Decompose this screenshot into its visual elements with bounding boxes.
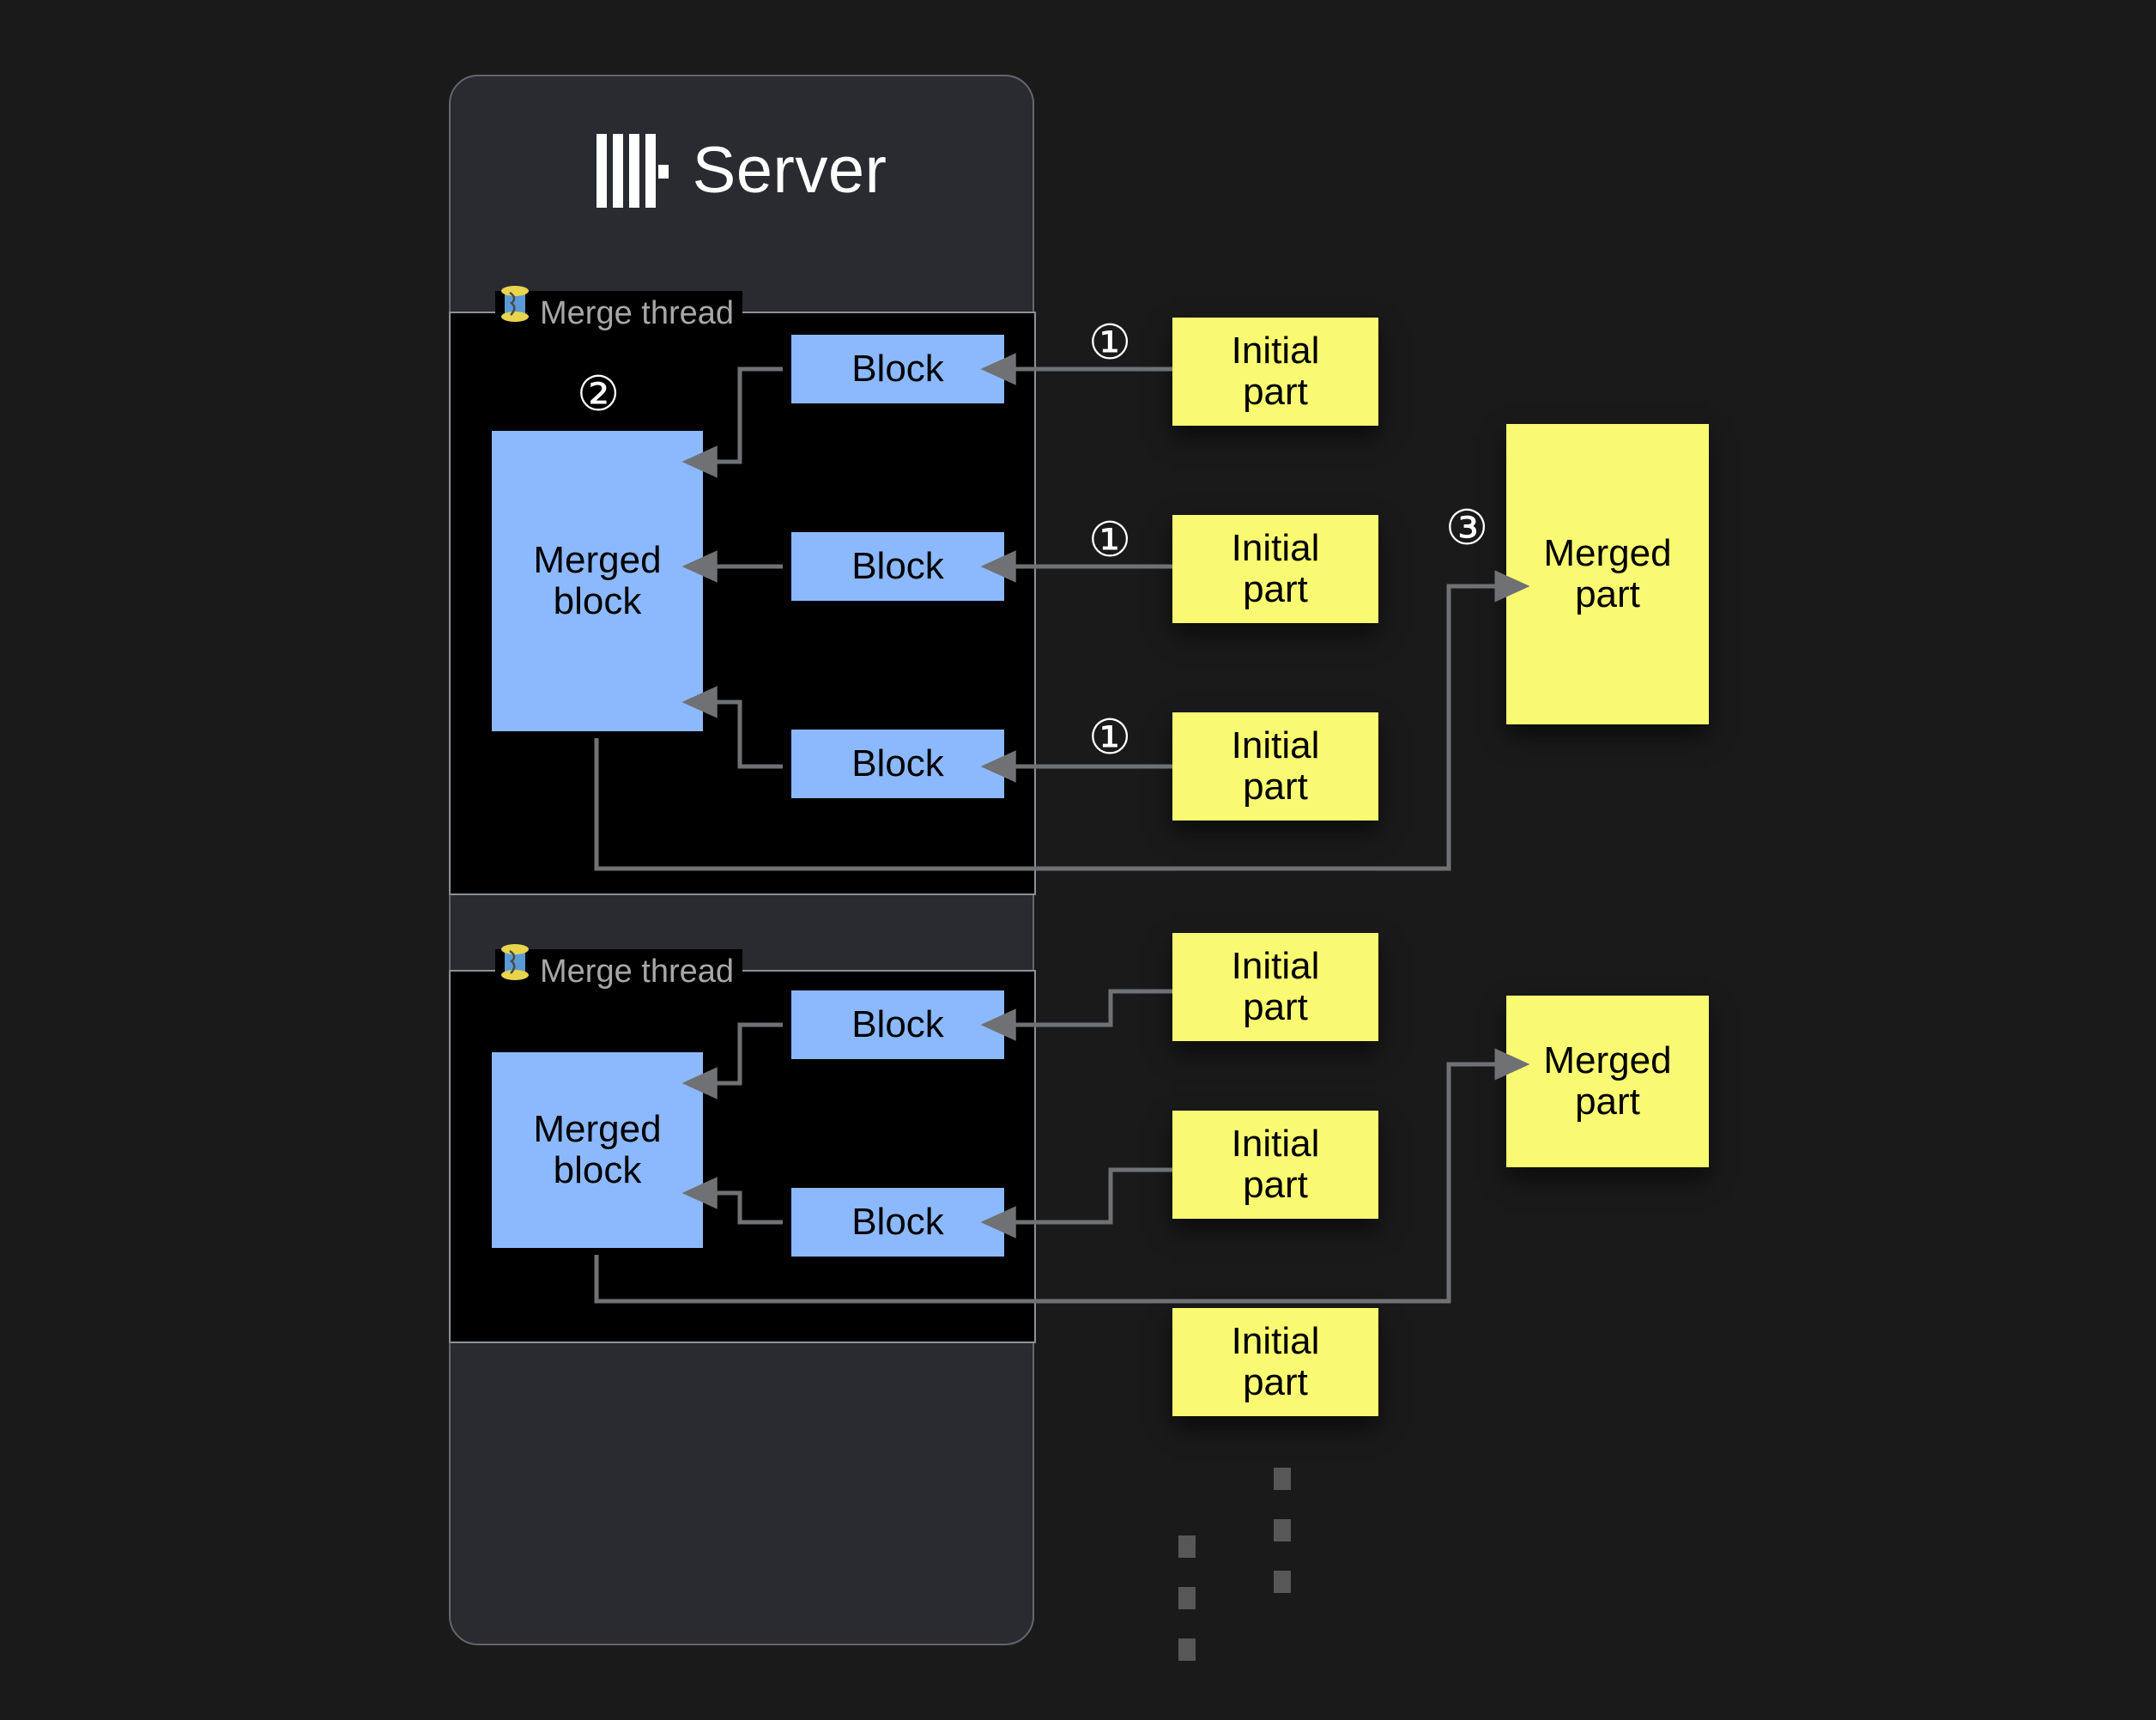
initial-part-3-line1: Initial [1231,724,1320,767]
initial-part-1-line1: Initial [1231,330,1320,372]
merge-thread-label-text-2: Merge thread [540,954,735,990]
step-marker-3: ③ [1445,500,1489,556]
clickhouse-logo-icon [596,134,669,208]
initial-part-4-line1: Initial [1231,945,1320,988]
server-ellipsis-icon [1178,1535,1196,1661]
merged-block-1-line2: block [553,580,642,622]
thread-spool-icon [499,284,531,342]
merged-block-1-line1: Merged [533,539,662,582]
server-header: Server [451,119,1033,222]
initial-part-5-line2: part [1243,1164,1308,1206]
outside-ellipsis-icon [1274,1468,1291,1593]
merged-block-2: Merged block [492,1052,703,1248]
block-1-3: Block [791,730,1004,798]
block-2-1: Block [791,990,1004,1059]
block-2-2: Block [791,1188,1004,1257]
initial-part-3: Initial part [1172,712,1378,821]
step-marker-1-a: ① [1088,315,1132,371]
merged-part-1-line2: part [1575,573,1640,615]
merge-thread-label-text-1: Merge thread [540,295,735,331]
merged-block-2-line2: block [553,1149,642,1191]
block-1-1: Block [791,335,1004,403]
merge-thread-label-2: Merge thread [495,944,743,994]
merged-part-1: Merged part [1506,424,1709,724]
merged-part-2: Merged part [1506,996,1709,1167]
initial-part-1: Initial part [1172,318,1378,426]
merged-block-1: Merged block [492,431,703,731]
initial-part-6: Initial part [1172,1308,1378,1416]
initial-part-5: Initial part [1172,1111,1378,1219]
step-marker-2: ② [577,366,621,422]
initial-part-4: Initial part [1172,933,1378,1041]
initial-part-6-line1: Initial [1231,1320,1320,1363]
merged-part-2-line2: part [1575,1081,1640,1123]
initial-part-2-line2: part [1243,568,1308,610]
initial-part-4-line2: part [1243,986,1308,1028]
merged-part-2-line1: Merged [1543,1039,1672,1082]
initial-part-1-line2: part [1243,371,1308,413]
step-marker-1-c: ① [1088,710,1132,766]
merged-part-1-line1: Merged [1543,532,1672,575]
merge-thread-label-1: Merge thread [495,286,743,336]
initial-part-3-line2: part [1243,766,1308,808]
block-1-2: Block [791,532,1004,601]
initial-part-6-line2: part [1243,1361,1308,1403]
merged-block-2-line1: Merged [533,1108,662,1151]
initial-part-2: Initial part [1172,515,1378,623]
initial-part-5-line1: Initial [1231,1123,1320,1166]
thread-spool-icon [499,942,531,1001]
initial-part-2-line1: Initial [1231,527,1320,570]
step-marker-1-b: ① [1088,512,1132,568]
server-title: Server [692,134,887,207]
